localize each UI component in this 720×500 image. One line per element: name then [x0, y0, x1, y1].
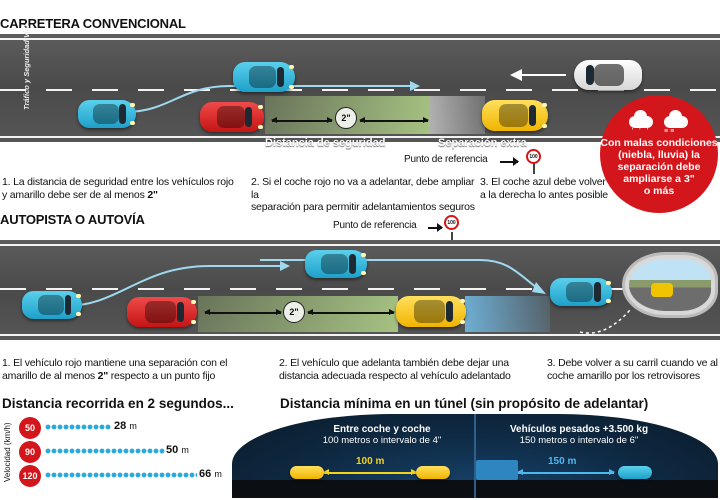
highway-return-zone [465, 296, 550, 332]
speed-circle-90: 90 [19, 441, 41, 463]
tunnel-right-arrow [517, 469, 615, 475]
hw-arrow-left [204, 309, 282, 315]
distance-value-120: 66 m [199, 468, 222, 480]
distance-value-90: 50 m [166, 444, 189, 456]
tunnel-car-yellow-1 [290, 466, 324, 479]
distance-bar-120 [45, 472, 197, 478]
overtake-path [124, 81, 420, 113]
label-safety-distance: Distancia de seguridad [265, 137, 386, 149]
rain-drops-icon: ' ' ' [632, 128, 650, 135]
car-red [200, 102, 264, 132]
tunnel-title: Distancia mínima en un túnel (sin propós… [280, 396, 649, 411]
rain-cloud-icon [629, 110, 653, 128]
hw-car-yellow [396, 296, 466, 327]
section-title-conventional: CARRETERA CONVENCIONAL [0, 16, 186, 31]
label-extra-separation: Separación extra [438, 137, 527, 149]
car-blue-overtaking [233, 62, 295, 92]
fog-cloud-icon [664, 110, 688, 128]
caption-mid-1: 1. El vehículo rojo mantiene una separac… [2, 357, 228, 382]
distance-chart-title: Distancia recorrida en 2 segundos... [2, 396, 234, 411]
ref-point-label-top: Punto de referencia [404, 154, 488, 165]
credit-text: Tráfico y Seguridad Vial [22, 24, 31, 110]
timer-icon: 2" [335, 107, 357, 129]
safety-arrow-left [271, 117, 333, 123]
bad-weather-badge: Con malas condiciones (niebla, lluvia) l… [600, 95, 718, 213]
tunnel-left-arrow [323, 469, 417, 475]
tunnel-car-yellow-2 [416, 466, 450, 479]
ref-point-label-middle: Punto de referencia [333, 220, 417, 231]
car-blue-start [78, 100, 136, 128]
rearview-mirror-icon [622, 252, 718, 318]
speed-circle-50: 50 [19, 417, 41, 439]
hw-car-blue-overtaking [305, 250, 367, 278]
caption-top-1: 1. La distancia de seguridad entre los v… [2, 176, 234, 201]
speed-sign-icon-middle: 100 [444, 215, 459, 230]
car-yellow [482, 100, 548, 131]
hw-car-red [127, 297, 197, 327]
caption-top-2: 2. Si el coche rojo no va a adelantar, d… [251, 176, 475, 213]
speed-circle-120: 120 [19, 465, 41, 487]
speed-sign-icon: 100 [526, 149, 541, 164]
caption-mid-3: 3. Debe volver a su carril cuando ve al … [547, 357, 718, 382]
distance-value-50: 28 m [114, 420, 137, 432]
oncoming-arrow [510, 69, 566, 81]
car-white-oncoming [574, 60, 642, 90]
section-title-highway: AUTOPISTA O AUTOVÍA [0, 212, 145, 227]
tunnel-car-blue [618, 466, 652, 479]
highway-overtake-path [64, 259, 546, 307]
hw-car-blue-returning [550, 278, 612, 306]
extra-zone [430, 96, 485, 134]
distance-bar-90 [45, 448, 165, 454]
speed-axis-label: Velocidad (km/h) [3, 422, 12, 482]
hw-arrow-right [307, 309, 395, 315]
fog-lines-icon: ≡≡ [664, 128, 677, 135]
highway-road: 2" [0, 240, 720, 340]
tunnel-left-distance: 100 m [356, 456, 385, 467]
conventional-road: 2" [0, 34, 720, 142]
tunnel-right-distance: 150 m [548, 456, 577, 467]
tunnel-truck-icon [476, 460, 518, 480]
distance-bar-50 [45, 424, 111, 430]
safety-arrow-right [359, 117, 429, 123]
ref-arrow-middle [428, 227, 442, 229]
hw-car-blue-start [22, 291, 82, 319]
hw-timer-icon: 2" [283, 301, 305, 323]
caption-top-3: 3. El coche azul debe volver a la derech… [480, 176, 608, 201]
mirror-sightline [579, 309, 631, 334]
caption-mid-2: 2. El vehículo que adelanta también debe… [279, 357, 511, 382]
ref-arrow-top [500, 161, 518, 163]
